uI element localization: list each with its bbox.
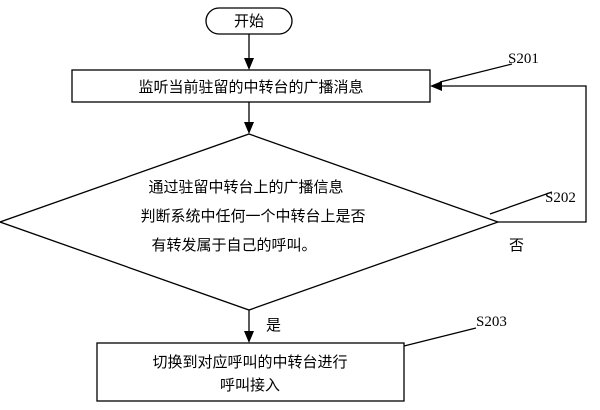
leader-s201 <box>439 63 513 83</box>
yes-branch-label: 是 <box>266 316 281 334</box>
decision-s202: 通过驻留中转台上的广播信息 判断系统中任何一个中转台上是否 有转发属于自己的呼叫… <box>0 133 500 311</box>
arrow-yes-to-s203 <box>244 310 254 343</box>
decision-s202-line-1: 通过驻留中转台上的广播信息 <box>148 178 343 196</box>
arrowhead-s201-s202 <box>244 122 254 134</box>
arrowhead-start-s201 <box>244 58 254 70</box>
decision-s202-line-3: 有转发属于自己的呼叫。 <box>151 236 316 254</box>
step-s203: 切换到对应呼叫的中转台进行 呼叫接入 <box>96 342 405 402</box>
start-node: 开始 <box>205 7 293 35</box>
leader-s203 <box>403 327 477 347</box>
arrowhead-s202-s203 <box>244 331 254 343</box>
step-s203-id: S203 <box>476 314 507 330</box>
arrowhead-no-loop <box>430 81 442 91</box>
decision-s202-line-2: 判断系统中任何一个中转台上是否 <box>140 207 365 225</box>
arrow-no-loop-to-s201 <box>430 81 587 223</box>
step-s201-box <box>71 69 431 103</box>
leader-s202 <box>489 191 553 215</box>
connector-no-loop <box>442 85 587 223</box>
step-s201-text: 监听当前驻留的中转台的广播消息 <box>138 78 363 96</box>
arrow-s201-to-s202 <box>244 102 254 134</box>
step-s203-line-1: 切换到对应呼叫的中转台进行 <box>152 353 347 371</box>
decision-s202-id: S202 <box>545 190 576 206</box>
start-label: 开始 <box>234 12 264 30</box>
step-s203-line-2: 呼叫接入 <box>220 376 280 394</box>
step-s201: 监听当前驻留的中转台的广播消息 <box>71 69 431 103</box>
no-branch-label: 否 <box>509 236 524 254</box>
step-s203-box <box>96 342 405 402</box>
arrow-start-to-s201 <box>244 34 254 70</box>
step-s201-id: S201 <box>508 51 539 67</box>
